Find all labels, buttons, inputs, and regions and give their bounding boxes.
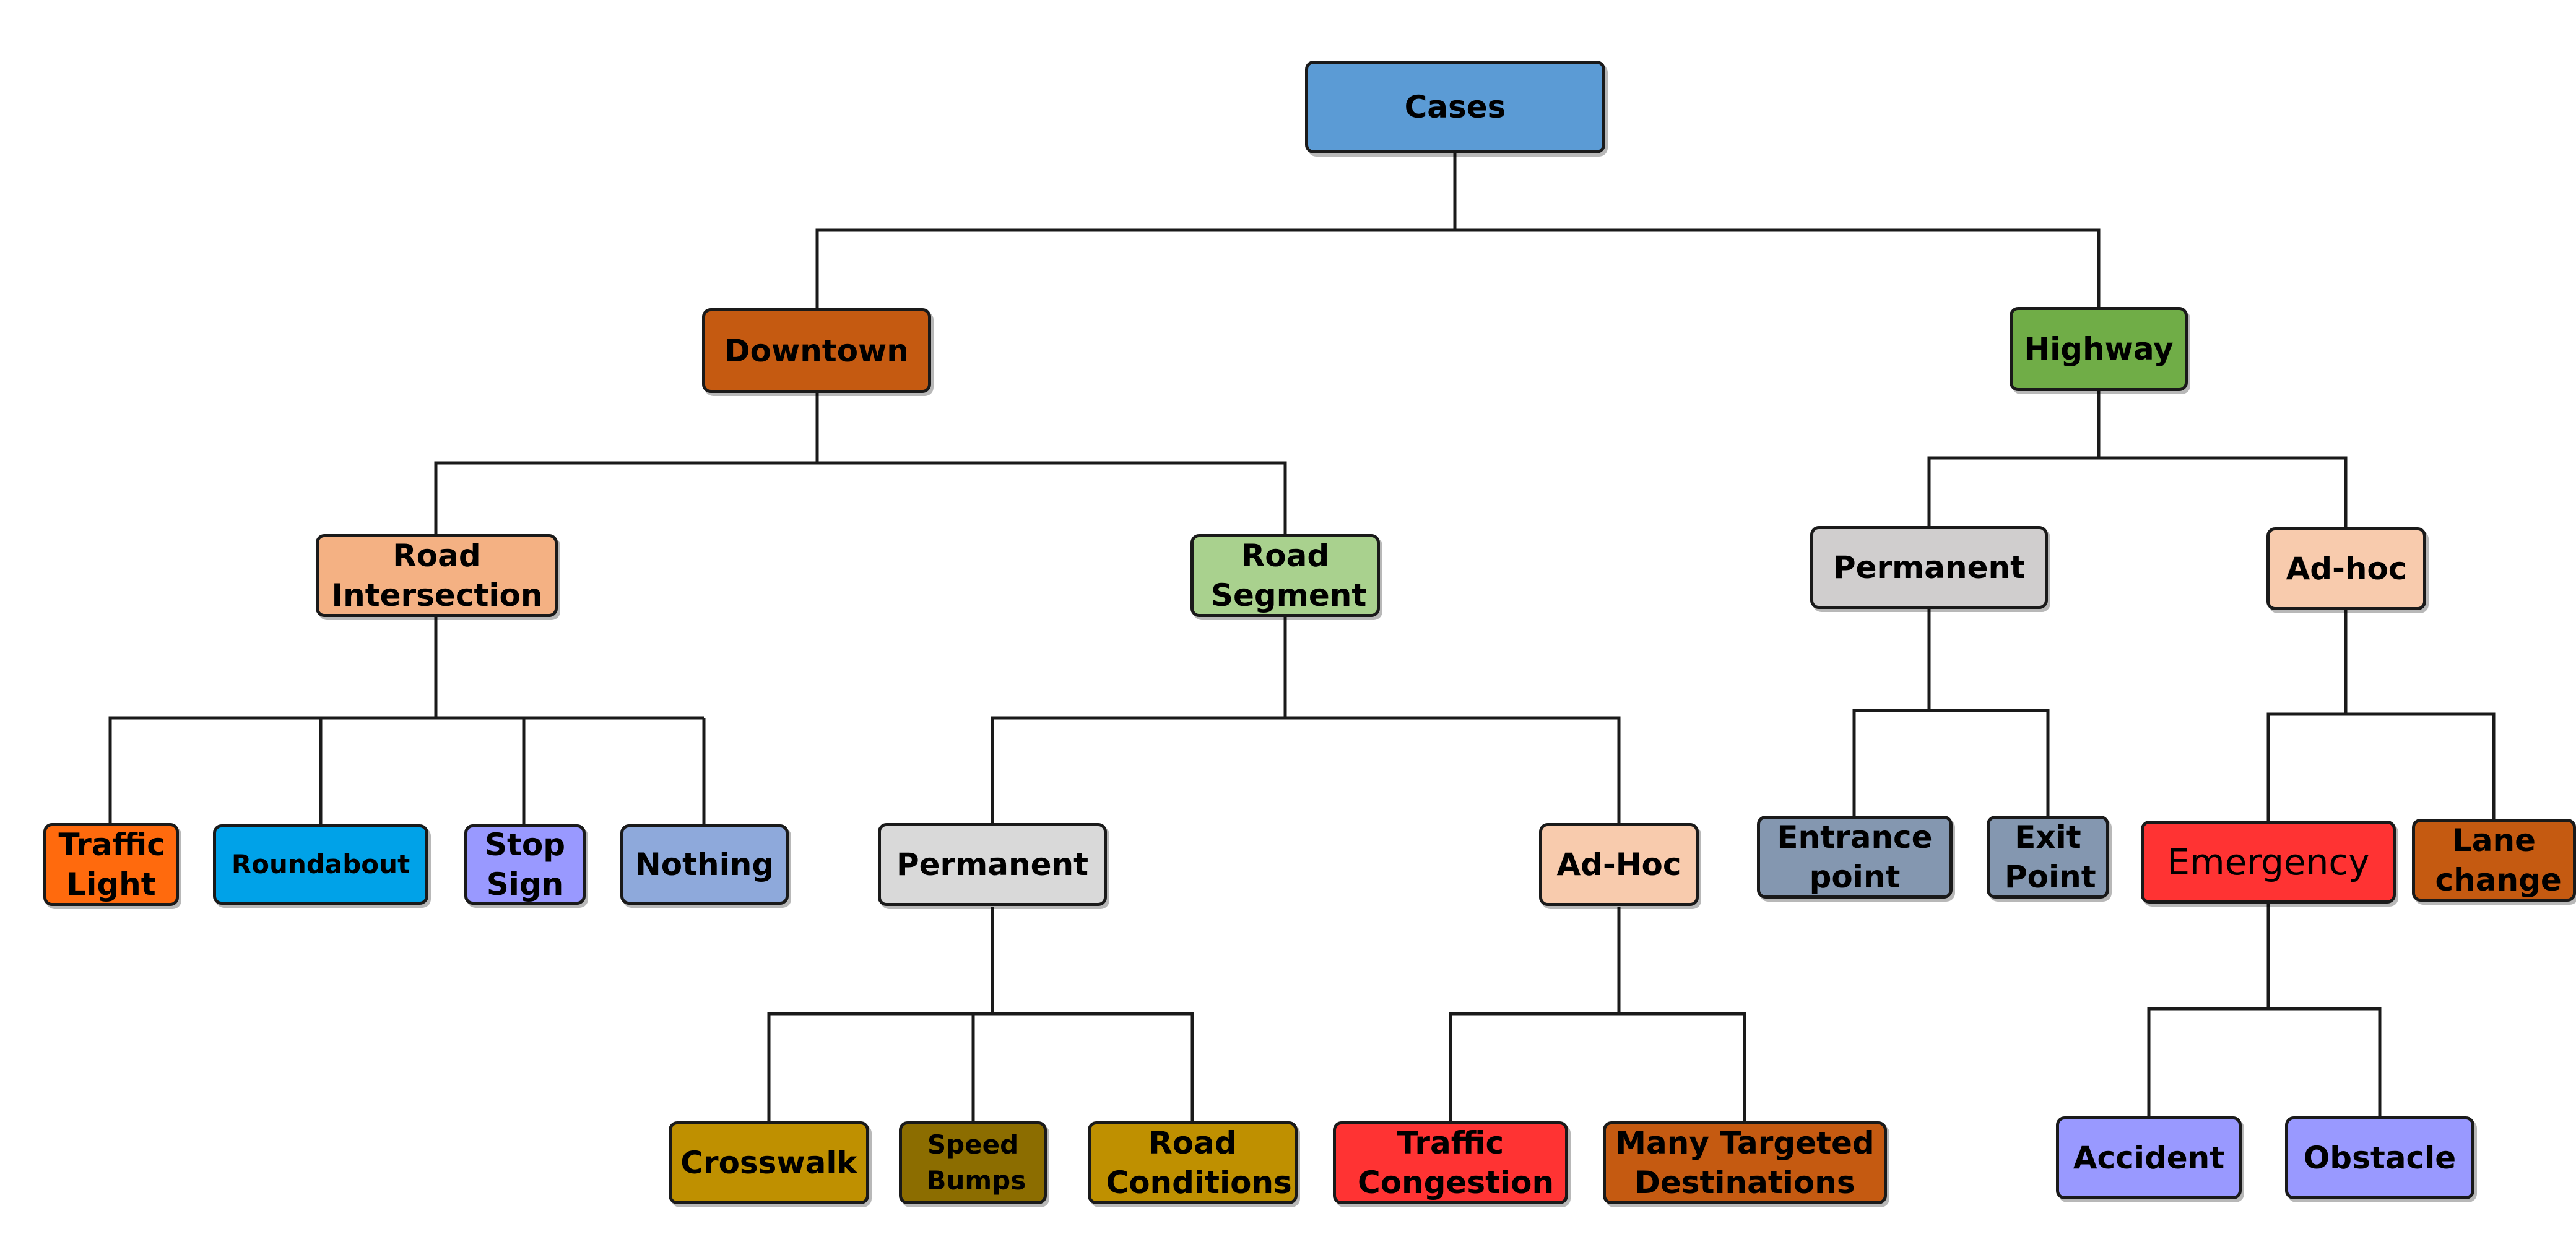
node-traffic-congestion: Traffic Congestion: [1333, 1121, 1568, 1204]
edge-emergency-children: [2147, 903, 2382, 1116]
node-many-targeted-label: Many Targeted Destinations: [1615, 1125, 1875, 1201]
node-downtown: Downtown: [702, 308, 931, 393]
node-downtown-label: Downtown: [724, 332, 909, 369]
node-exit-point: Exit Point: [1987, 816, 2109, 899]
node-segment-permanent: Permanent: [878, 823, 1107, 906]
node-traffic-light-label: Traffic Light: [58, 827, 165, 902]
node-segment-adhoc: Ad-Hoc: [1539, 823, 1699, 906]
edge-hwadhoc-children: [2266, 610, 2496, 821]
node-crosswalk-label: Crosswalk: [680, 1145, 857, 1181]
node-cases: Cases: [1305, 61, 1605, 153]
node-roundabout-label: Roundabout: [231, 849, 410, 879]
node-segment-adhoc-label: Ad-Hoc: [1556, 847, 1681, 882]
node-road-conditions-label: Road Conditions: [1106, 1125, 1292, 1201]
node-highway-permanent: Permanent: [1810, 526, 2048, 609]
node-roundabout: Roundabout: [213, 824, 428, 905]
node-lane-change: Lane change: [2412, 819, 2576, 902]
edge-segadhoc-children: [1449, 907, 1746, 1121]
node-highway-permanent-label: Permanent: [1832, 550, 2026, 585]
edge-segperm-children: [767, 907, 1194, 1121]
node-highway-adhoc: Ad-hoc: [2266, 527, 2426, 610]
node-many-targeted-destinations: Many Targeted Destinations: [1603, 1121, 1887, 1204]
node-nothing: Nothing: [620, 824, 789, 905]
node-nothing-label: Nothing: [635, 847, 774, 882]
node-segment-permanent-label: Permanent: [896, 847, 1089, 882]
node-crosswalk: Crosswalk: [669, 1121, 869, 1204]
node-speed-bumps: Speed Bumps: [899, 1121, 1047, 1204]
node-stop-sign-label: Stop Sign: [484, 827, 566, 902]
node-highway-adhoc-label: Ad-hoc: [2286, 551, 2407, 587]
edge-downtown-children: [434, 392, 1287, 534]
edge-highway-children: [1927, 390, 2348, 527]
node-road-conditions: Road Conditions: [1088, 1121, 1298, 1204]
edge-hwperm-children: [1852, 608, 2050, 816]
node-road-segment: Road Segment: [1190, 534, 1380, 617]
node-obstacle-label: Obstacle: [2303, 1140, 2457, 1176]
node-entrance-point: Entrance point: [1757, 816, 1953, 899]
node-traffic-light: Traffic Light: [43, 823, 179, 906]
node-emergency: Emergency: [2141, 821, 2396, 904]
node-accident-label: Accident: [2073, 1140, 2225, 1176]
node-traffic-congestion-label: Traffic Congestion: [1358, 1125, 1555, 1201]
node-road-intersection: Road Intersection: [316, 534, 558, 617]
node-entrance-point-label: Entrance point: [1777, 819, 1933, 895]
node-cases-label: Cases: [1404, 89, 1506, 125]
edge-cases-children: [815, 152, 2101, 308]
node-speed-bumps-label: Speed Bumps: [926, 1129, 1026, 1196]
edge-intersection-children: [108, 616, 706, 824]
edge-segment-children: [991, 616, 1621, 823]
node-emergency-label: Emergency: [2167, 841, 2370, 883]
node-accident: Accident: [2056, 1116, 2242, 1199]
node-obstacle: Obstacle: [2285, 1116, 2474, 1199]
node-road-segment-label: Road Segment: [1211, 538, 1367, 613]
node-exit-point-label: Exit Point: [2005, 819, 2096, 895]
node-road-intersection-label: Road Intersection: [331, 538, 543, 613]
node-highway: Highway: [2010, 307, 2188, 391]
node-highway-label: Highway: [2024, 331, 2174, 367]
node-stop-sign: Stop Sign: [464, 824, 586, 905]
node-lane-change-label: Lane change: [2435, 822, 2562, 898]
